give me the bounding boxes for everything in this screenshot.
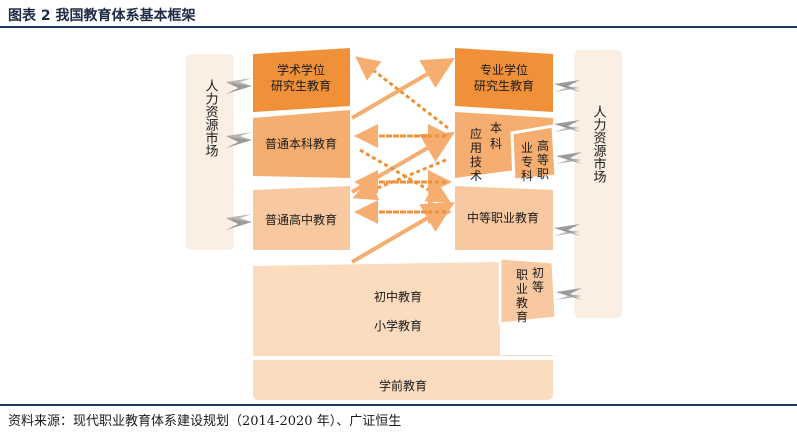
labor-market-right-label: 人力资源市场 [591, 105, 607, 183]
chevron-right-icon [554, 120, 580, 132]
bottom-rule [0, 404, 797, 406]
dashed-flow-arrow [359, 148, 452, 204]
chevron-right-icon [556, 152, 582, 164]
higher-vocational-char: 科 [521, 169, 533, 183]
junior-vocational-char: 育 [516, 309, 528, 324]
chevron-right-icon [554, 224, 580, 236]
applied-undergrad-char: 科 [490, 137, 502, 151]
junior-vocational-char: 等 [532, 280, 544, 294]
general-undergrad-block [253, 110, 350, 178]
figure-title: 图表 2 我国教育体系基本框架 [8, 8, 196, 24]
professional-degree-block [455, 48, 553, 112]
secondary-vocational-block [455, 186, 553, 250]
junior-vocational-char: 初 [532, 266, 544, 280]
general-undergrad-label: 普通本科教育 [265, 136, 337, 151]
labor-market-left-panel [186, 54, 234, 250]
chevron-left-icon [226, 78, 252, 94]
applied-tech-char: 术 [470, 169, 482, 183]
junior-vocational-char: 教 [516, 295, 528, 310]
primary-label: 小学教育 [374, 318, 422, 333]
dashed-flow-arrow [352, 158, 447, 201]
junior-vocational-char: 业 [516, 282, 528, 296]
flow-arrow [350, 57, 455, 120]
professional-degree-label: 研究生教育 [474, 78, 534, 93]
junior-vocational-block [498, 256, 558, 326]
preschool-label: 学前教育 [379, 378, 427, 393]
flow-arrow [350, 201, 455, 264]
compulsory-education-block [253, 262, 553, 356]
higher-vocational-block [510, 124, 558, 182]
flow-arrow [350, 131, 455, 194]
general-high-school-label: 普通高中教育 [265, 212, 337, 227]
academic-degree-label: 学术学位 [277, 62, 325, 77]
chevron-right-icon [554, 80, 580, 92]
chevron-right-icon [556, 288, 582, 300]
applied-undergrad-char: 本 [490, 121, 502, 135]
applied-tech-char: 用 [470, 141, 482, 155]
dashed-flow-arrow [355, 56, 449, 130]
academic-degree-block [253, 48, 350, 112]
academic-degree-label: 研究生教育 [271, 78, 331, 93]
professional-degree-label: 专业学位 [480, 62, 528, 77]
chevron-left-icon [226, 214, 252, 230]
labor-market-left-label: 人力资源市场 [203, 79, 219, 157]
source-note: 资料来源：现代职业教育体系建设规划（2014-2020 年）、广证恒生 [8, 414, 402, 429]
preschool-block [253, 360, 553, 400]
labor-market-right-panel [574, 50, 622, 318]
chevron-left-icon [226, 132, 252, 148]
secondary-vocational-label: 中等职业教育 [467, 210, 539, 225]
general-high-school-block [253, 186, 350, 250]
applied-tech-char: 技 [470, 155, 482, 169]
applied-undergrad-block [455, 112, 553, 178]
higher-vocational-char: 高 [537, 138, 549, 153]
applied-tech-char: 应 [470, 126, 482, 141]
higher-vocational-char: 等 [537, 153, 549, 167]
junior-vocational-char: 职 [516, 268, 528, 282]
higher-vocational-char: 职 [537, 167, 549, 181]
top-rule [0, 26, 797, 28]
junior-middle-label: 初中教育 [374, 289, 422, 304]
higher-vocational-char: 业 [521, 141, 533, 155]
higher-vocational-char: 专 [521, 154, 533, 169]
